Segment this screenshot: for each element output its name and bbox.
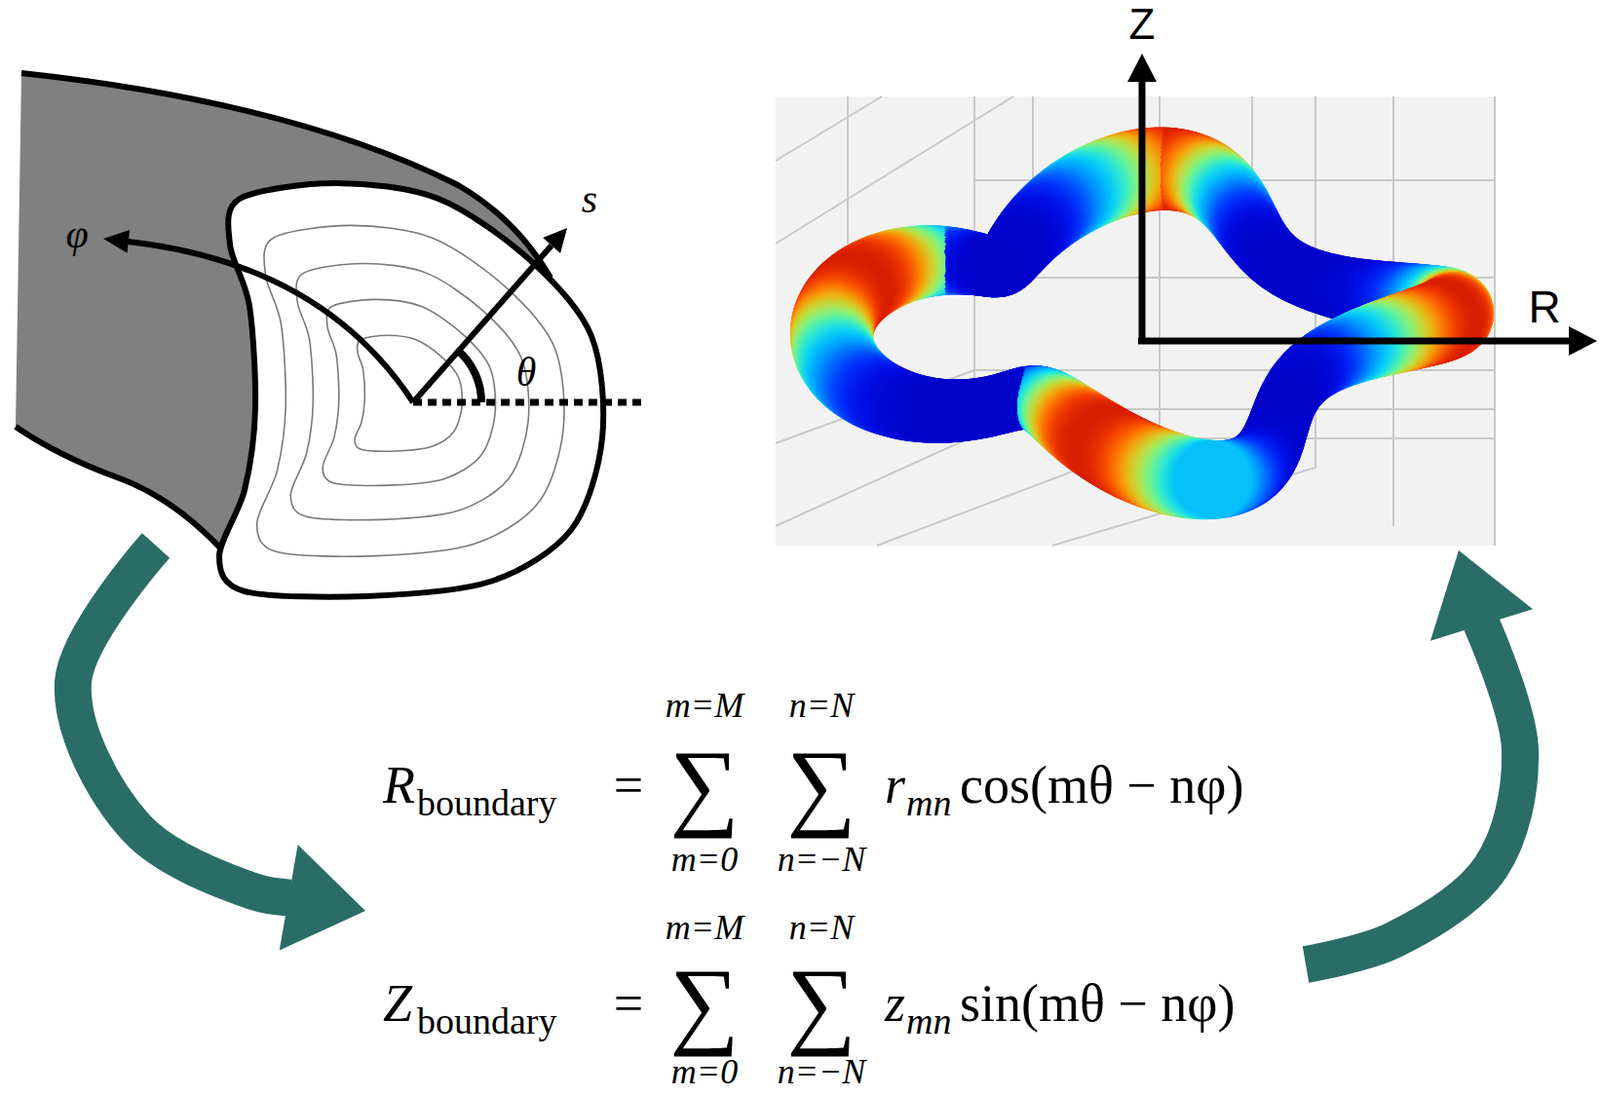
summation-sign: ∑ (786, 736, 856, 835)
summation-limit: m=0 (671, 1054, 738, 1090)
summation-limit: n=−N (777, 1054, 867, 1090)
arrow-head (103, 229, 130, 254)
summation-limit: m=0 (671, 841, 738, 877)
surface-plot: ZR (769, 0, 1600, 551)
equation-variable: Z (382, 977, 413, 1030)
arrow-head (1568, 326, 1598, 356)
summation-limit: m=M (665, 910, 744, 946)
phi-axis (127, 241, 414, 403)
flux-contour (290, 263, 529, 520)
equation-variable: R (382, 759, 416, 812)
fourier-equations: Rboundary=∑∑m=Mn=Nm=0n=−Nrmncos(mθ − nφ)… (365, 662, 1306, 1095)
z-axis (1139, 79, 1146, 343)
surface-patch (916, 379, 981, 443)
arrow-head (1127, 53, 1157, 82)
surface-patch (965, 236, 1027, 298)
coefficient: z (884, 977, 906, 1030)
cross-section (219, 183, 604, 598)
flow-arrow (1305, 550, 1533, 965)
axis-label: R (1527, 284, 1561, 330)
summation-limit: m=M (665, 687, 744, 724)
arrow-head (279, 844, 366, 951)
axis-label: Z (1129, 2, 1156, 46)
equation-subscript: boundary (417, 1002, 558, 1040)
arrow-head (1430, 550, 1533, 642)
reference-line (413, 399, 644, 407)
arrow-head (542, 228, 568, 254)
arrow-shaft (1305, 623, 1521, 965)
surface-patch (1172, 440, 1252, 520)
summation-sign: ∑ (786, 954, 856, 1053)
equation-term: sin(mθ − nφ) (959, 977, 1235, 1030)
arrow-shaft (73, 545, 291, 899)
summation-sign: ∑ (669, 736, 739, 835)
flux-contour (257, 225, 565, 557)
equals-sign: = (613, 977, 644, 1030)
equals-sign: = (613, 759, 644, 812)
coordinate-label: θ (516, 351, 537, 393)
summation-sign: ∑ (669, 954, 739, 1053)
cross-section-figure: φ s θ (0, 38, 663, 546)
cross-section-boundary (219, 183, 604, 598)
surface-patch (964, 236, 1026, 298)
coefficient-subscript: mn (906, 1002, 952, 1040)
equation-subscript: boundary (417, 784, 558, 822)
summation-limit: n=N (789, 687, 854, 724)
surface-patch (966, 236, 1028, 298)
plot-background (775, 96, 1495, 546)
s-axis (413, 245, 552, 403)
flow-arrow (73, 545, 366, 951)
coordinate-label: s (581, 178, 598, 220)
equation-term: cos(mθ − nφ) (959, 759, 1244, 812)
summation-limit: n=N (789, 910, 854, 946)
summation-limit: n=−N (777, 841, 867, 877)
coefficient-subscript: mn (906, 784, 952, 822)
coordinate-label: φ (65, 213, 88, 255)
coefficient: r (884, 759, 906, 812)
theta-arc (457, 349, 482, 403)
plot-grid (775, 96, 1495, 546)
r-axis (1138, 338, 1571, 345)
